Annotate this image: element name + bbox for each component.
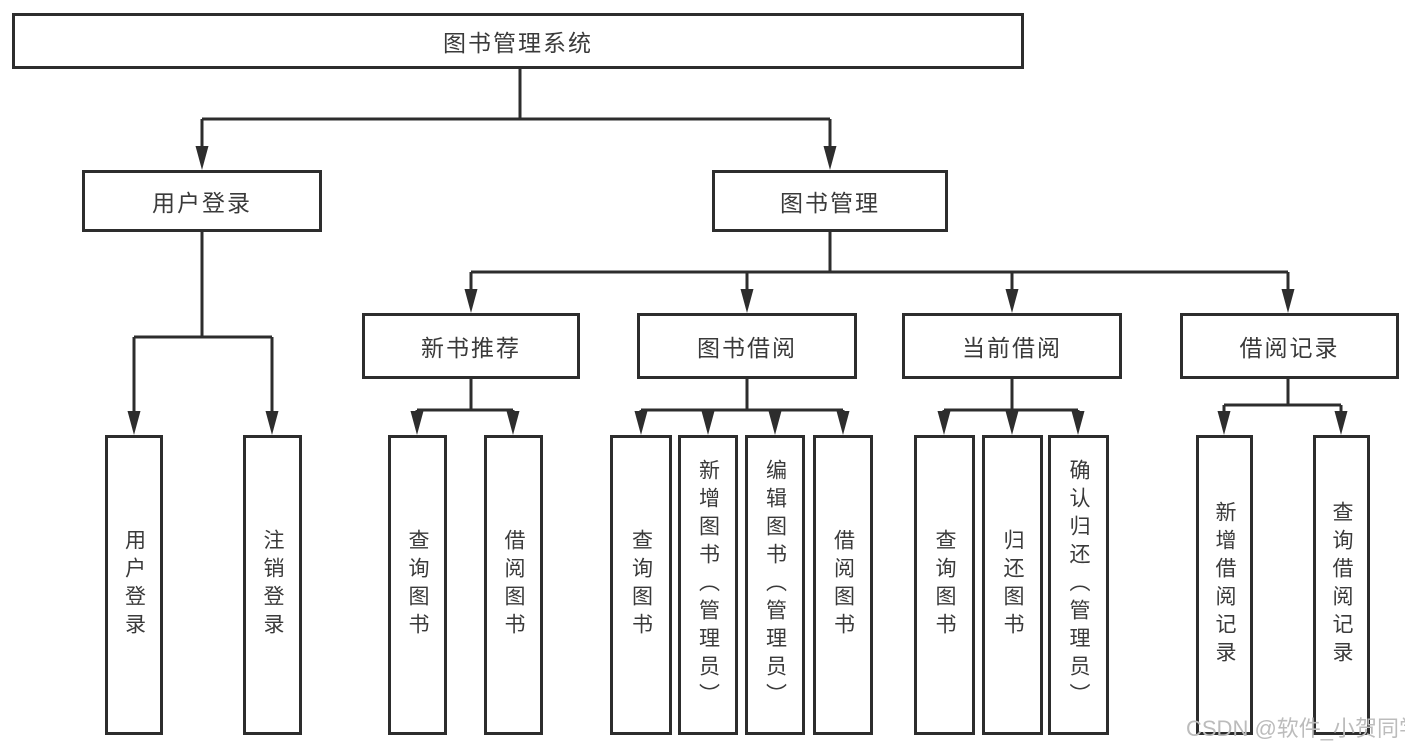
watermark: CSDN @软件_小贺同学 (1186, 716, 1405, 741)
leaf-logout: 注销登录 (243, 435, 302, 735)
leaf-confirm-return-admin: 确认归还（管理员） (1048, 435, 1109, 735)
node-book-borrow: 图书借阅 (637, 313, 857, 379)
node-root-system: 图书管理系统 (12, 13, 1024, 69)
leaf-edit-book-admin: 编辑图书（管理员） (745, 435, 805, 735)
node-book-management: 图书管理 (712, 170, 948, 232)
node-borrow-records: 借阅记录 (1180, 313, 1399, 379)
leaf-return-books: 归还图书 (982, 435, 1043, 735)
leaf-user-login: 用户登录 (105, 435, 163, 735)
node-new-book-recommend: 新书推荐 (362, 313, 580, 379)
leaf-add-borrow-record: 新增借阅记录 (1196, 435, 1253, 735)
leaf-query-books-borrow: 查询图书 (610, 435, 672, 735)
leaf-borrow-books: 借阅图书 (813, 435, 873, 735)
leaf-query-books-recommend: 查询图书 (388, 435, 447, 735)
node-user-login: 用户登录 (82, 170, 322, 232)
leaf-query-borrow-record: 查询借阅记录 (1313, 435, 1370, 735)
leaf-query-books-current: 查询图书 (914, 435, 975, 735)
node-current-borrow: 当前借阅 (902, 313, 1122, 379)
leaf-add-book-admin: 新增图书（管理员） (678, 435, 738, 735)
leaf-borrow-books-recommend: 借阅图书 (484, 435, 543, 735)
